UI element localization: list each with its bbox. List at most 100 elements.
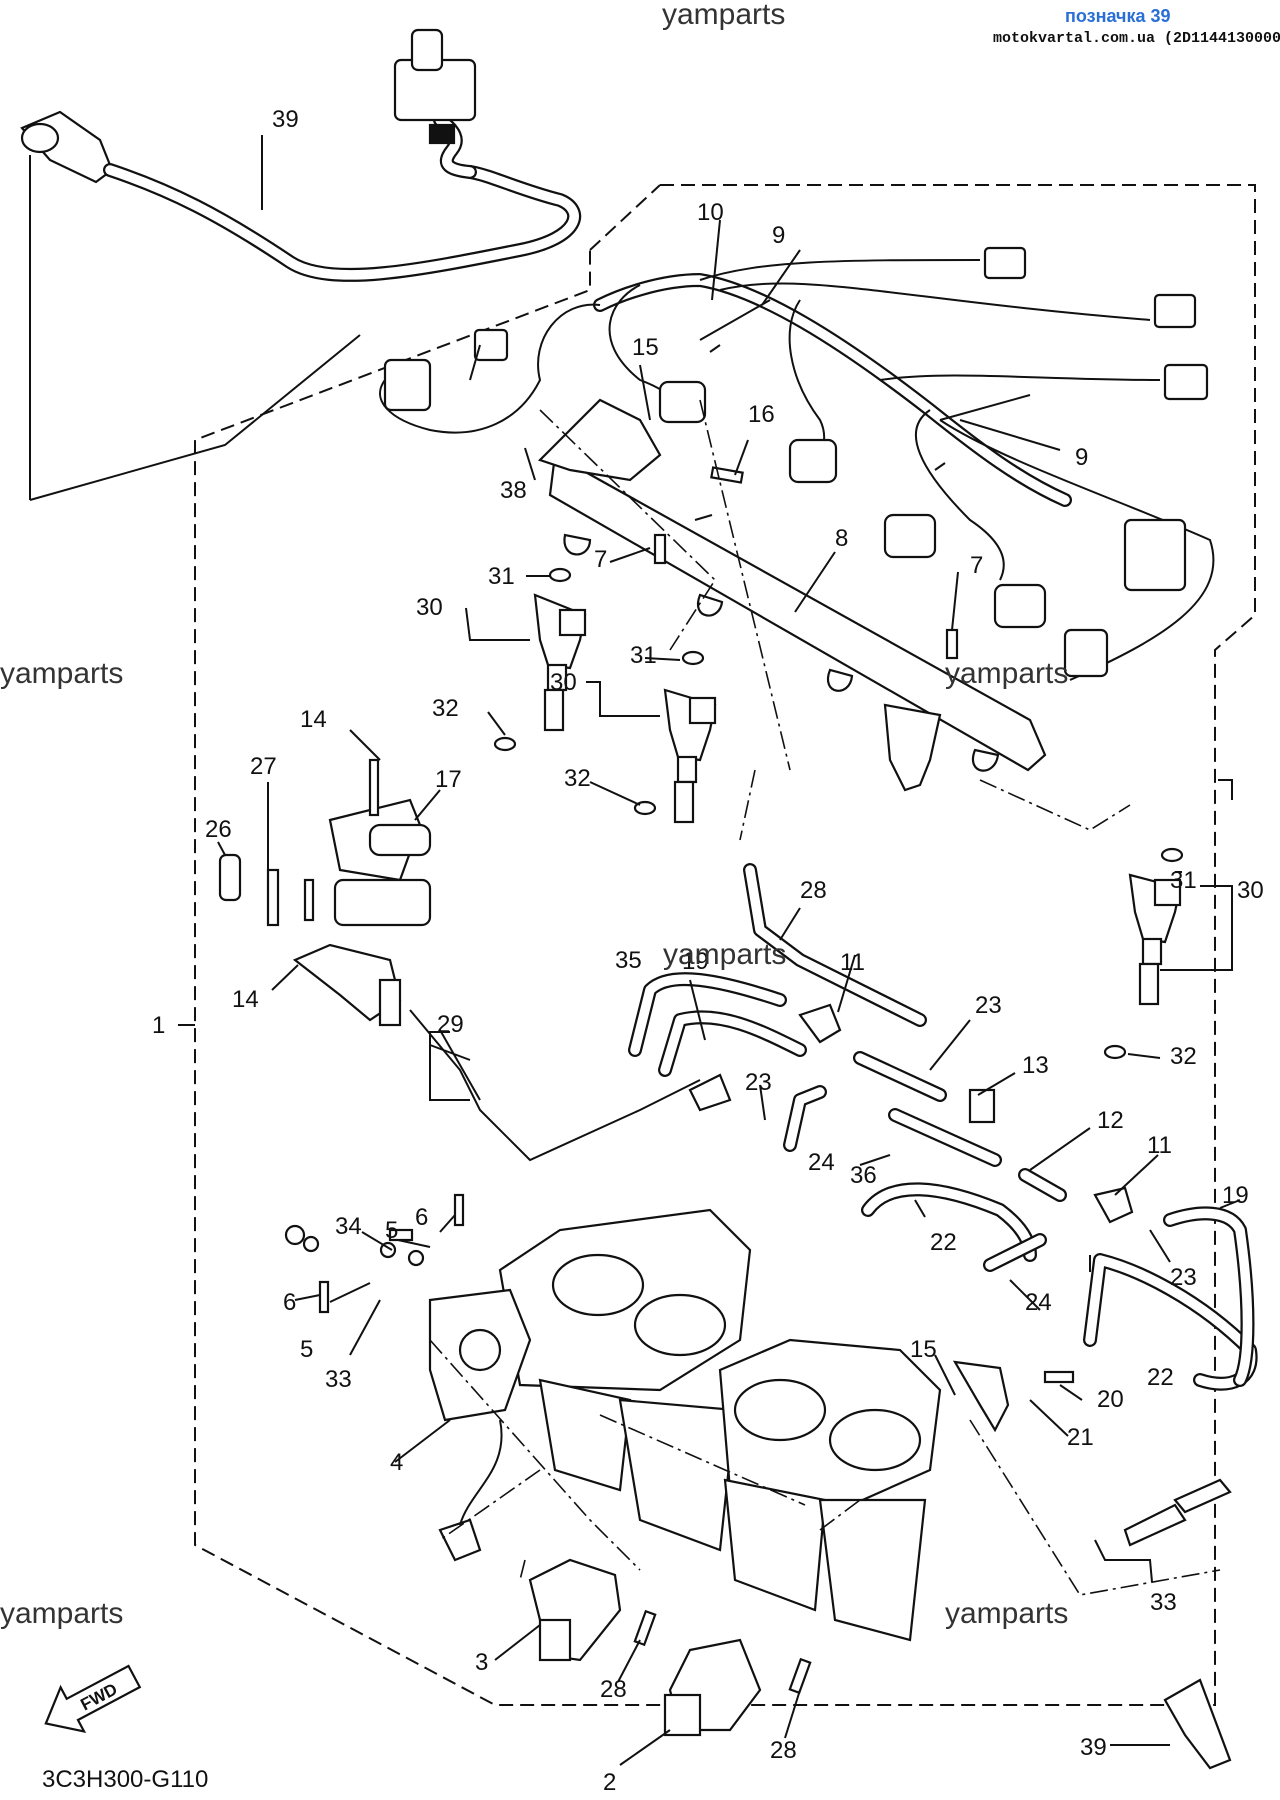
watermark-top: yamparts <box>662 0 785 31</box>
callout-6a: 6 <box>415 1204 428 1231</box>
watermark-center: yamparts <box>663 938 786 971</box>
callout-2: 2 <box>603 1769 616 1796</box>
small-fittings-5-6-34-35 <box>284 1193 465 1314</box>
callout-34: 33 <box>325 1366 352 1393</box>
callout-36a: 35 <box>615 947 642 974</box>
throttle-cable <box>409 1009 732 1162</box>
callout-33: 33 <box>1150 1589 1177 1616</box>
reference-lines <box>429 399 1221 1596</box>
fuel-rail <box>537 398 1047 792</box>
tps-bracket-4 <box>428 1288 532 1422</box>
callout-27: 28 <box>800 877 827 904</box>
callout-21: 21 <box>1067 1424 1094 1451</box>
callout-7b: 7 <box>970 552 983 579</box>
callout-36b: 36 <box>850 1162 877 1189</box>
callout-31c: 31 <box>1170 867 1197 894</box>
callout-32a: 32 <box>432 695 459 722</box>
callout-13: 13 <box>1022 1052 1049 1079</box>
assembly-boundary-inner <box>589 184 661 251</box>
callout-9b: 9 <box>1075 444 1088 471</box>
clip-13 <box>968 1088 996 1124</box>
fuel-hose-assembly <box>20 28 582 282</box>
callout-29: 29 <box>437 1011 464 1038</box>
fuel-injector-3 <box>1128 873 1182 1006</box>
throttle-position-sensor-3 <box>528 1558 622 1662</box>
callout-25: 26 <box>205 816 232 843</box>
watermark-left-1: yamparts <box>0 657 123 690</box>
callout-20: 20 <box>1097 1386 1124 1413</box>
callout-9a: 9 <box>772 222 785 249</box>
callout-19b: 19 <box>1222 1182 1249 1209</box>
callout-39: 39 <box>1080 1734 1107 1761</box>
callout-22b: 22 <box>1147 1364 1174 1391</box>
callout-5a: 5 <box>385 1217 398 1244</box>
callout-26: 27 <box>250 753 277 780</box>
watermark-left-2: yamparts <box>0 1597 123 1630</box>
callout-19a: 19 <box>682 948 709 975</box>
callout-23a: 23 <box>975 992 1002 1019</box>
callout-16: 17 <box>435 766 462 793</box>
t-joint-11a <box>798 1003 842 1044</box>
screw-7b <box>945 628 959 660</box>
callout-32c: 32 <box>1170 1043 1197 1070</box>
ref-label: позначка 39 <box>1065 6 1171 26</box>
fuel-injector-1 <box>533 593 587 732</box>
callout-30c: 30 <box>1237 877 1264 904</box>
diagram-code: 3C3H300-G110 <box>42 1766 208 1793</box>
throttle-body-left <box>498 1208 752 1552</box>
callout-28b: 28 <box>770 1737 797 1764</box>
callout-8: 8 <box>835 525 848 552</box>
assembly-boundary <box>194 184 1256 1706</box>
wire-harness <box>379 246 1215 681</box>
callout-23c: 23 <box>1170 1264 1197 1291</box>
watermark-right-1: yamparts <box>945 657 1068 690</box>
callout-38: 39 <box>272 106 299 133</box>
callout-28a: 28 <box>600 1676 627 1703</box>
callout-24a: 24 <box>808 1149 835 1176</box>
callout-17: 15 <box>632 334 659 361</box>
callout-3: 3 <box>475 1649 488 1676</box>
bracket-39 <box>1163 1678 1232 1770</box>
fuel-injector-2 <box>663 688 717 824</box>
o-ring-32a <box>493 736 517 752</box>
screw-28b <box>788 1657 812 1695</box>
screw-20 <box>1043 1370 1075 1384</box>
callout-31b: 31 <box>630 642 657 669</box>
callout-24b: 24 <box>1025 1289 1052 1316</box>
leader-38 <box>29 334 361 501</box>
vacuum-hoses <box>628 863 1258 1391</box>
callout-7a: 7 <box>594 546 607 573</box>
screw-28a <box>633 1609 657 1647</box>
callout-31a: 31 <box>488 563 515 590</box>
forward-arrow-icon: FWD <box>44 1664 142 1734</box>
callout-6b: 6 <box>283 1289 296 1316</box>
callout-11b: 11 <box>1147 1132 1172 1159</box>
sensor-wire <box>459 1419 503 1526</box>
callout-12: 12 <box>1097 1107 1124 1134</box>
o-ring-31b <box>681 650 705 666</box>
idle-actuator <box>218 758 432 1027</box>
screw-7a <box>653 533 667 565</box>
callout-32b: 32 <box>564 765 591 792</box>
callout-15: 15 <box>910 1336 937 1363</box>
callout-23b: 23 <box>745 1069 772 1096</box>
screw-18 <box>710 466 744 484</box>
callout-30b: 30 <box>550 669 577 696</box>
callout-14a: 14 <box>300 706 327 733</box>
callout-22a: 22 <box>930 1229 957 1256</box>
callout-30a: 30 <box>416 594 443 621</box>
callout-11a: 11 <box>840 949 865 976</box>
leader-lines <box>178 219 1241 1766</box>
callout-37: 38 <box>500 477 527 504</box>
throttle-body-right <box>718 1338 942 1642</box>
o-ring-31c <box>1160 847 1184 863</box>
callout-10: 10 <box>697 199 724 226</box>
callout-14b: 14 <box>232 986 259 1013</box>
t-joint-11b <box>1093 1186 1134 1224</box>
callout-labels: 39 10 9 9 15 16 38 8 7 7 31 30 31 30 32 … <box>152 106 1264 1796</box>
callout-18: 16 <box>748 401 775 428</box>
callout-4: 4 <box>390 1449 403 1476</box>
watermark-right-2: yamparts <box>945 1597 1068 1630</box>
callout-35: 34 <box>335 1213 362 1240</box>
